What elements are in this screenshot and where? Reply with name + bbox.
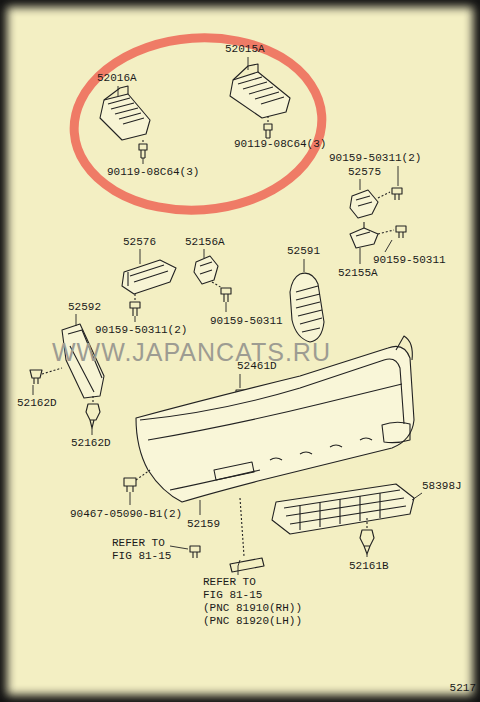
part-number: 52162D — [71, 437, 111, 450]
part-number: 90119-08C64(3) — [107, 166, 199, 179]
part-number: 52591 — [287, 245, 320, 258]
figure-number: 5217 — [450, 682, 476, 695]
part-number: 52575 — [348, 166, 381, 179]
part-number: 52155A — [338, 267, 378, 280]
part-number: 52161B — [349, 560, 389, 573]
part-number: 90119-08C64(3) — [234, 138, 326, 151]
part-number: 90159-50311 — [210, 315, 283, 328]
part-number: 52016A — [97, 72, 137, 85]
part-number: 90159-50311(2) — [329, 152, 421, 165]
part-number: 52159 — [187, 518, 220, 531]
part-number: 90467-05090-B1(2) — [70, 508, 182, 521]
part-number: 52156A — [185, 236, 225, 249]
part-number: 52576 — [123, 236, 156, 249]
watermark: WWW.JAPANCATS.RU — [52, 338, 331, 366]
part-number: 90159-50311 — [373, 254, 446, 267]
part-number: 52162D — [17, 397, 57, 410]
reference-note: (PNC 81920(LH)) — [203, 615, 302, 628]
part-number: 90159-50311(2) — [95, 324, 187, 337]
part-number: 52592 — [68, 301, 101, 314]
reference-note: REFER TO FIG 81-15 — [203, 576, 266, 602]
part-number: 58398J — [422, 480, 462, 493]
part-number: 52015A — [225, 43, 265, 56]
reference-note: (PNC 81910(RH)) — [203, 602, 302, 615]
reference-note: REFER TO FIG 81-15 — [112, 537, 175, 563]
